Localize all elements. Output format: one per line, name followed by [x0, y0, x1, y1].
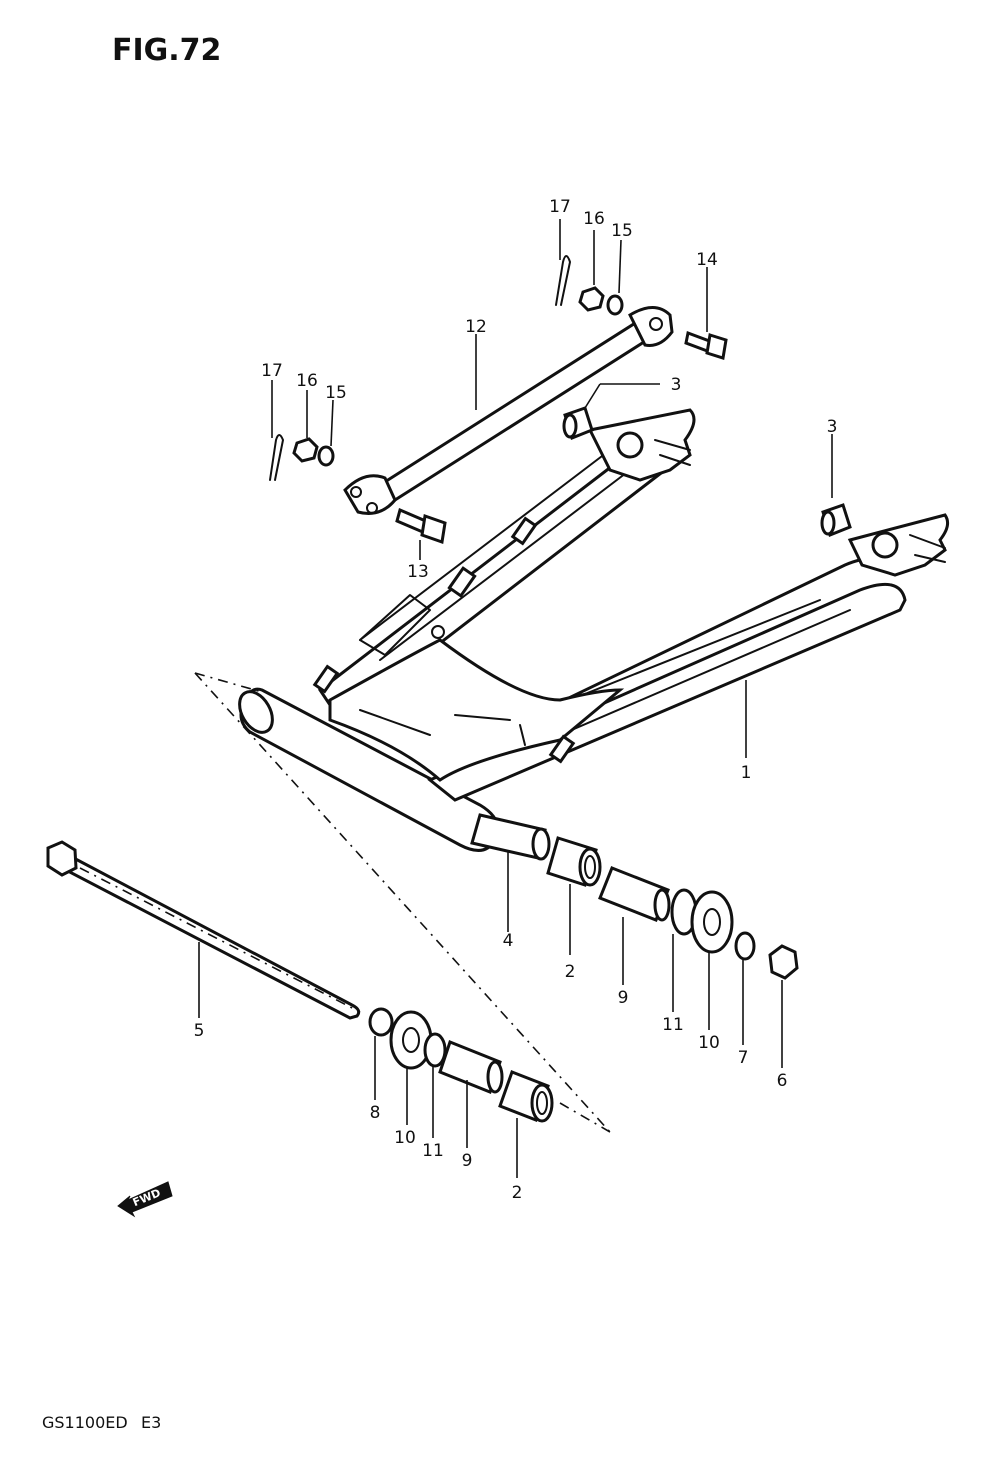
region-code: E3 [141, 1413, 161, 1432]
forward-direction-arrow: FWD [117, 1181, 173, 1218]
callout-1: 1 [741, 763, 752, 783]
alignment-line-bottom [559, 1102, 611, 1133]
callout-3-left: 3 [671, 375, 682, 395]
callout-15-upper: 15 [611, 221, 633, 241]
callout-12: 12 [465, 317, 487, 337]
callout-7: 7 [738, 1048, 749, 1068]
bushing-right [820, 503, 852, 537]
callout-10-left: 10 [394, 1128, 416, 1148]
seal-left [423, 1032, 447, 1068]
torque-rod [343, 306, 674, 515]
callout-4: 4 [503, 931, 514, 951]
figure-title: FIG.72 [112, 33, 221, 68]
bushing-left [562, 406, 594, 440]
callout-10-right: 10 [698, 1033, 720, 1053]
bearing-right [546, 836, 602, 887]
cotter-pin-upper [555, 255, 571, 306]
callout-11-left: 11 [422, 1141, 444, 1161]
bearing-left [498, 1070, 554, 1123]
callout-9-right: 9 [618, 988, 629, 1008]
callout-11-right: 11 [662, 1015, 684, 1035]
callout-16-upper: 16 [583, 209, 605, 229]
model-code: GS1100ED [42, 1413, 128, 1432]
callout-14: 14 [696, 250, 718, 270]
spacer-tube [470, 813, 551, 861]
bolt-left [395, 507, 447, 545]
washer-right [734, 931, 756, 961]
leader-lines [198, 219, 833, 1178]
callout-13: 13 [407, 562, 429, 582]
alignment-line-top [194, 672, 263, 693]
collar-right [598, 866, 671, 922]
callout-9-left: 9 [462, 1151, 473, 1171]
bolt-upper [684, 330, 728, 360]
callout-2-left: 2 [512, 1183, 523, 1203]
callout-labels: 1 2 2 3 3 4 5 6 7 8 9 9 10 10 11 11 12 1… [194, 197, 838, 1203]
castle-nut-upper [578, 286, 605, 312]
callout-17-left: 17 [261, 361, 283, 381]
castle-nut-left [292, 437, 319, 463]
washer-left [317, 445, 335, 467]
alignment-line-shaft [79, 867, 361, 1013]
callout-17-upper: 17 [549, 197, 571, 217]
washer-upper [606, 294, 624, 316]
cotter-pin-left [269, 434, 284, 481]
callout-2-right: 2 [565, 962, 576, 982]
callout-6: 6 [777, 1071, 788, 1091]
hex-nut [768, 944, 799, 980]
washer-left-small [368, 1007, 394, 1037]
alignment-line-left [194, 672, 611, 1133]
callout-3-right: 3 [827, 417, 838, 437]
collar-left [438, 1040, 504, 1094]
thrust-washer-left [389, 1010, 433, 1070]
callout-15-left: 15 [325, 383, 347, 403]
callout-5: 5 [194, 1021, 205, 1041]
callout-16-left: 16 [296, 371, 318, 391]
callout-8: 8 [370, 1103, 381, 1123]
swingarm-body [238, 408, 950, 852]
pivot-shaft [46, 840, 361, 1020]
thrust-washer-right [690, 890, 734, 954]
